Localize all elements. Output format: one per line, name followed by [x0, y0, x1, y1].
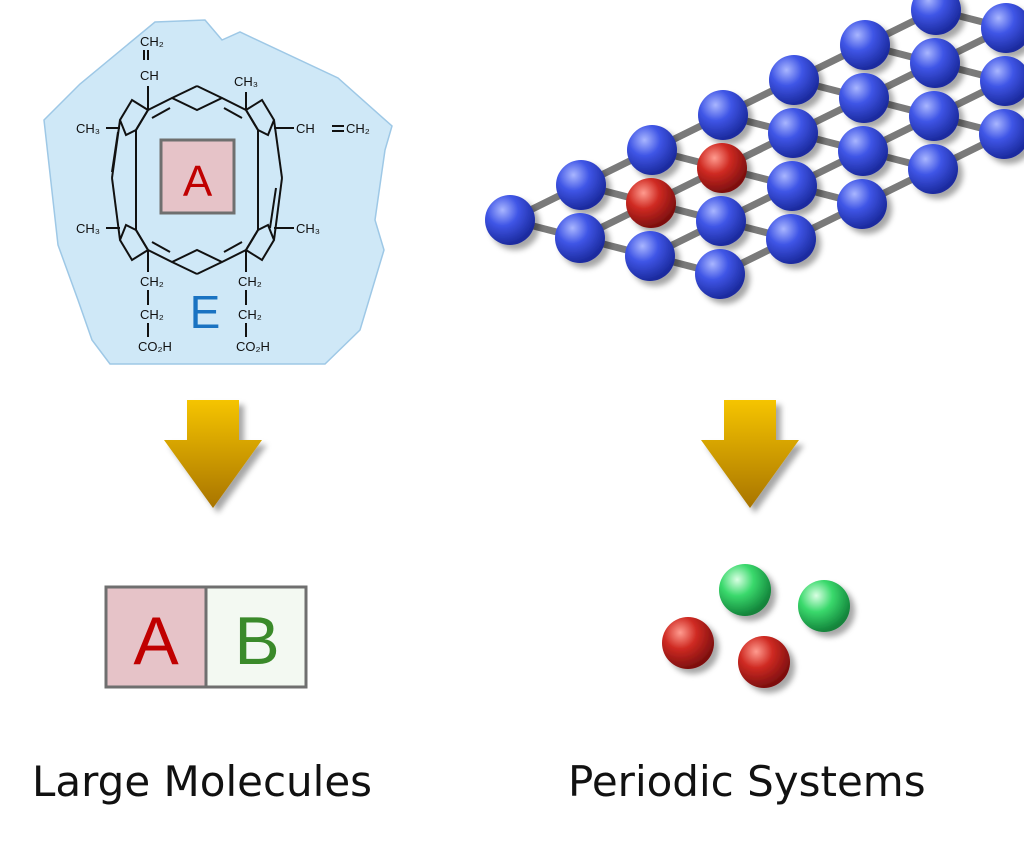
- fragment-boxes: A B: [104, 585, 308, 689]
- lattice-atom: [485, 195, 535, 245]
- lattice-atom: [767, 161, 817, 211]
- lattice-atoms: [485, 0, 1024, 299]
- lattice-atom: [909, 91, 959, 141]
- lattice-atom: [980, 56, 1024, 106]
- lattice-atom: [839, 73, 889, 123]
- lattice-atom: [625, 231, 675, 281]
- label-top-ch: CH: [140, 68, 159, 83]
- fragment-a-box: [104, 585, 208, 689]
- label-left-co2h: CO₂H: [138, 339, 172, 354]
- label-top-ch2: CH₂: [140, 34, 164, 49]
- label-ch3-top-right: CH₃: [234, 74, 258, 89]
- lattice-atom: [627, 125, 677, 175]
- lattice-atom: [695, 249, 745, 299]
- cluster-atom-green-2: [798, 580, 850, 632]
- caption-large-molecules: Large Molecules: [32, 757, 373, 806]
- fragment-a-label: A: [133, 603, 179, 679]
- lattice-atom: [981, 3, 1024, 53]
- lattice-atom: [768, 108, 818, 158]
- label-ch3-left: CH₃: [76, 121, 100, 136]
- atom-cluster: [662, 564, 850, 688]
- lattice-atom: [698, 90, 748, 140]
- caption-periodic-systems: Periodic Systems: [568, 757, 926, 806]
- porphyrin-molecule: CH₂ CH CH₃ CH₃ CH CH₂ CH₃ CH₃ CH₂ CH₂ CO…: [43, 19, 393, 365]
- label-right-co2h: CO₂H: [236, 339, 270, 354]
- lattice-atom: [696, 196, 746, 246]
- lattice-atom: [908, 144, 958, 194]
- lattice-atom: [769, 55, 819, 105]
- cluster-atom-red-1: [662, 617, 714, 669]
- lattice-atom: [838, 126, 888, 176]
- lattice-atom: [766, 214, 816, 264]
- lattice-atom: [555, 213, 605, 263]
- lattice-atom: [840, 20, 890, 70]
- substituent-labels: CH₂ CH CH₃ CH₃ CH CH₂ CH₃ CH₃ CH₂ CH₂ CO…: [76, 34, 370, 354]
- label-right-ch2-b: CH₂: [238, 307, 262, 322]
- lattice-atom: [837, 179, 887, 229]
- label-left-ch2-a: CH₂: [140, 274, 164, 289]
- label-vinyl-right-ch: CH: [296, 121, 315, 136]
- label-right-ch2-a: CH₂: [238, 274, 262, 289]
- lattice-atom: [911, 0, 961, 35]
- label-vinyl-right-ch2: CH₂: [346, 121, 370, 136]
- cluster-atom-green-1: [719, 564, 771, 616]
- lattice-atom-substituted: [626, 178, 676, 228]
- fragment-b-label: B: [234, 603, 279, 679]
- label-ch3-lower-left: CH₃: [76, 221, 100, 236]
- lattice-atom-substituted: [697, 143, 747, 193]
- active-region-box: [159, 138, 236, 215]
- cluster-atom-red-2: [738, 636, 790, 688]
- lattice-atom: [556, 160, 606, 210]
- lattice-atom: [910, 38, 960, 88]
- active-region-label: A: [183, 157, 213, 206]
- lattice-atom: [979, 109, 1024, 159]
- down-arrow-right: [701, 400, 799, 508]
- label-ch3-lower-right: CH₃: [296, 221, 320, 236]
- fragment-b-box: [204, 585, 308, 689]
- label-left-ch2-b: CH₂: [140, 307, 164, 322]
- environment-label: E: [190, 286, 221, 338]
- porphyrin-skeleton: [106, 50, 344, 337]
- down-arrow-left: [164, 400, 262, 508]
- periodic-lattice: [485, 0, 1024, 299]
